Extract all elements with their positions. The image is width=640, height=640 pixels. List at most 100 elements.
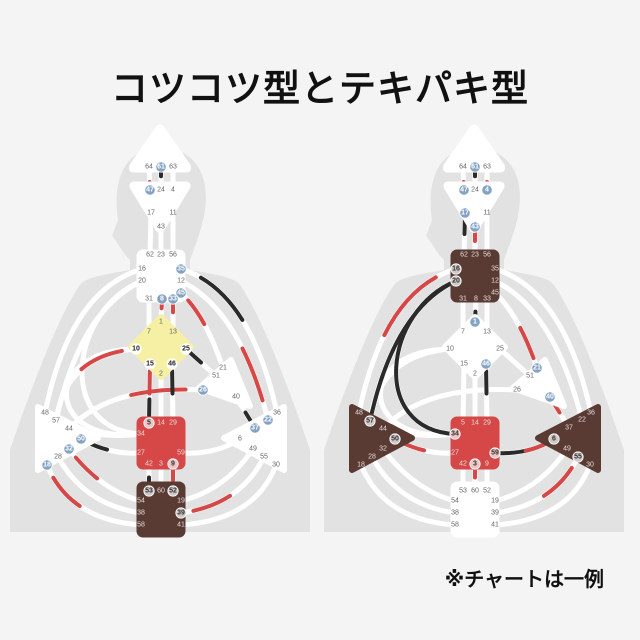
activation-39-55 — [179, 455, 266, 515]
gate-6: 6 — [552, 436, 556, 443]
active-gate-marker — [75, 433, 87, 445]
activation-20-34 — [394, 279, 458, 436]
gate-21: 21 — [533, 365, 541, 372]
gate-8: 8 — [160, 296, 164, 303]
active-gate-marker — [249, 422, 261, 434]
gate-28: 28 — [368, 454, 376, 461]
gate-39: 39 — [177, 510, 185, 517]
gate-49: 49 — [563, 446, 571, 453]
active-gate-marker — [469, 221, 481, 233]
gate-10: 10 — [132, 346, 140, 353]
gate-58: 58 — [137, 522, 145, 529]
center-sacral — [136, 416, 186, 470]
gate-50: 50 — [77, 436, 85, 443]
gate-12: 12 — [177, 278, 185, 285]
gate-15: 15 — [460, 361, 468, 368]
gate-20: 20 — [452, 278, 460, 285]
gate-17: 17 — [147, 210, 155, 217]
active-gate-marker — [449, 428, 461, 440]
gate-45: 45 — [491, 290, 499, 297]
active-gate-marker — [572, 451, 584, 463]
activation-35-36 — [179, 267, 279, 415]
gate-54: 54 — [137, 498, 145, 505]
gate-45: 45 — [177, 290, 185, 297]
active-gate-marker — [155, 161, 167, 173]
active-gate-marker — [548, 433, 560, 445]
channel-track-28-38 — [55, 455, 142, 516]
gate-53: 53 — [145, 488, 153, 495]
gate-26: 26 — [199, 387, 207, 394]
gate-18: 18 — [43, 462, 51, 469]
gate-5: 5 — [147, 420, 151, 427]
activation-16-48 — [357, 267, 458, 415]
gate-61: 61 — [157, 164, 165, 171]
gate-14: 14 — [157, 420, 165, 427]
active-gate-marker — [458, 184, 470, 196]
active-gate-marker — [144, 358, 156, 370]
active-gate-marker — [262, 414, 274, 426]
gate-48: 48 — [41, 410, 49, 417]
gate-25: 25 — [182, 346, 190, 353]
gate-55: 55 — [260, 454, 268, 461]
active-gate-marker — [469, 161, 481, 173]
gate-64: 64 — [459, 164, 467, 171]
active-gate-marker — [143, 417, 155, 429]
activation-55-39 — [493, 455, 580, 515]
gate-51: 51 — [526, 373, 534, 380]
gate-42: 42 — [459, 461, 467, 468]
gate-43: 43 — [471, 224, 479, 231]
active-gate-marker — [481, 184, 493, 196]
active-gate-marker — [41, 459, 53, 471]
gate-3: 3 — [159, 461, 163, 468]
channel-track-28-38 — [369, 455, 456, 516]
channel-track-26-44 — [381, 387, 518, 431]
gate-41: 41 — [177, 522, 185, 529]
gate-55: 55 — [574, 454, 582, 461]
channel-track-32-54 — [381, 447, 456, 504]
gate-53: 53 — [459, 488, 467, 495]
gate-12: 12 — [491, 278, 499, 285]
gate-26: 26 — [513, 387, 521, 394]
gate-33: 33 — [169, 296, 177, 303]
example-note: ※チャートは一例 — [444, 567, 604, 591]
gate-7: 7 — [461, 329, 465, 336]
gate-20: 20 — [138, 278, 146, 285]
active-gate-marker — [144, 184, 156, 196]
channel-track-25-51 — [498, 347, 532, 378]
active-gate-marker — [167, 485, 179, 497]
gate-36: 36 — [587, 410, 595, 417]
gate-3: 3 — [473, 461, 477, 468]
gate-57: 57 — [52, 418, 60, 425]
active-gate-marker — [197, 384, 209, 396]
gate-1: 1 — [159, 319, 163, 326]
gate-52: 52 — [169, 488, 177, 495]
center-throat — [450, 249, 500, 303]
active-gate-marker — [459, 207, 471, 219]
gate-5: 5 — [461, 420, 465, 427]
activation-50-27 — [393, 437, 457, 456]
gate-60: 60 — [157, 488, 165, 495]
gate-62: 62 — [460, 252, 468, 259]
activation-21-45 — [493, 291, 539, 370]
gate-18: 18 — [357, 462, 365, 469]
gate-13: 13 — [169, 329, 177, 336]
gate-59: 59 — [177, 450, 185, 457]
gate-56: 56 — [483, 252, 491, 259]
gate-14: 14 — [471, 420, 479, 427]
gate-25: 25 — [496, 346, 504, 353]
gate-32: 32 — [65, 446, 73, 453]
gate-29: 29 — [169, 420, 177, 427]
gate-50: 50 — [391, 436, 399, 443]
channel-track-18-58 — [358, 464, 456, 528]
gate-8: 8 — [474, 296, 478, 303]
gate-23: 23 — [471, 252, 479, 259]
gate-32: 32 — [379, 446, 387, 453]
gate-27: 27 — [137, 450, 145, 457]
gate-16: 16 — [452, 266, 460, 273]
gate-57: 57 — [366, 418, 374, 425]
activation-15-5 — [147, 362, 152, 425]
gate-23: 23 — [157, 252, 165, 259]
channel-track-16-48 — [42, 266, 143, 414]
